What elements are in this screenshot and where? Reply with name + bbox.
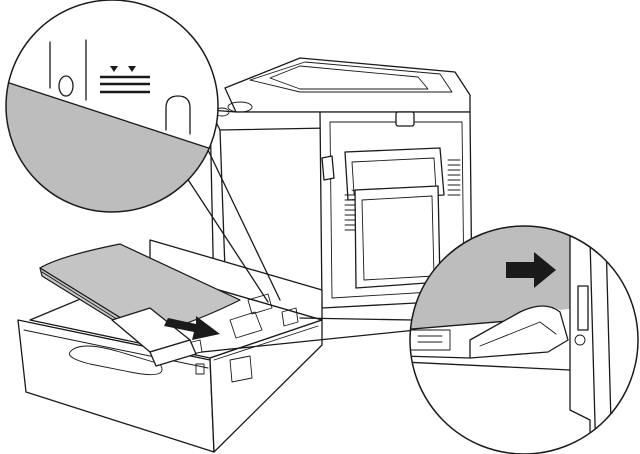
max-fill-mark — [100, 75, 150, 94]
paper-edge-guide — [111, 307, 197, 367]
arrow-right-icon — [506, 252, 556, 288]
arrow-right-icon — [164, 316, 220, 340]
left-callout — [5, 0, 281, 303]
triangle-down-pair-icon — [110, 66, 136, 72]
printer-body — [209, 57, 473, 309]
